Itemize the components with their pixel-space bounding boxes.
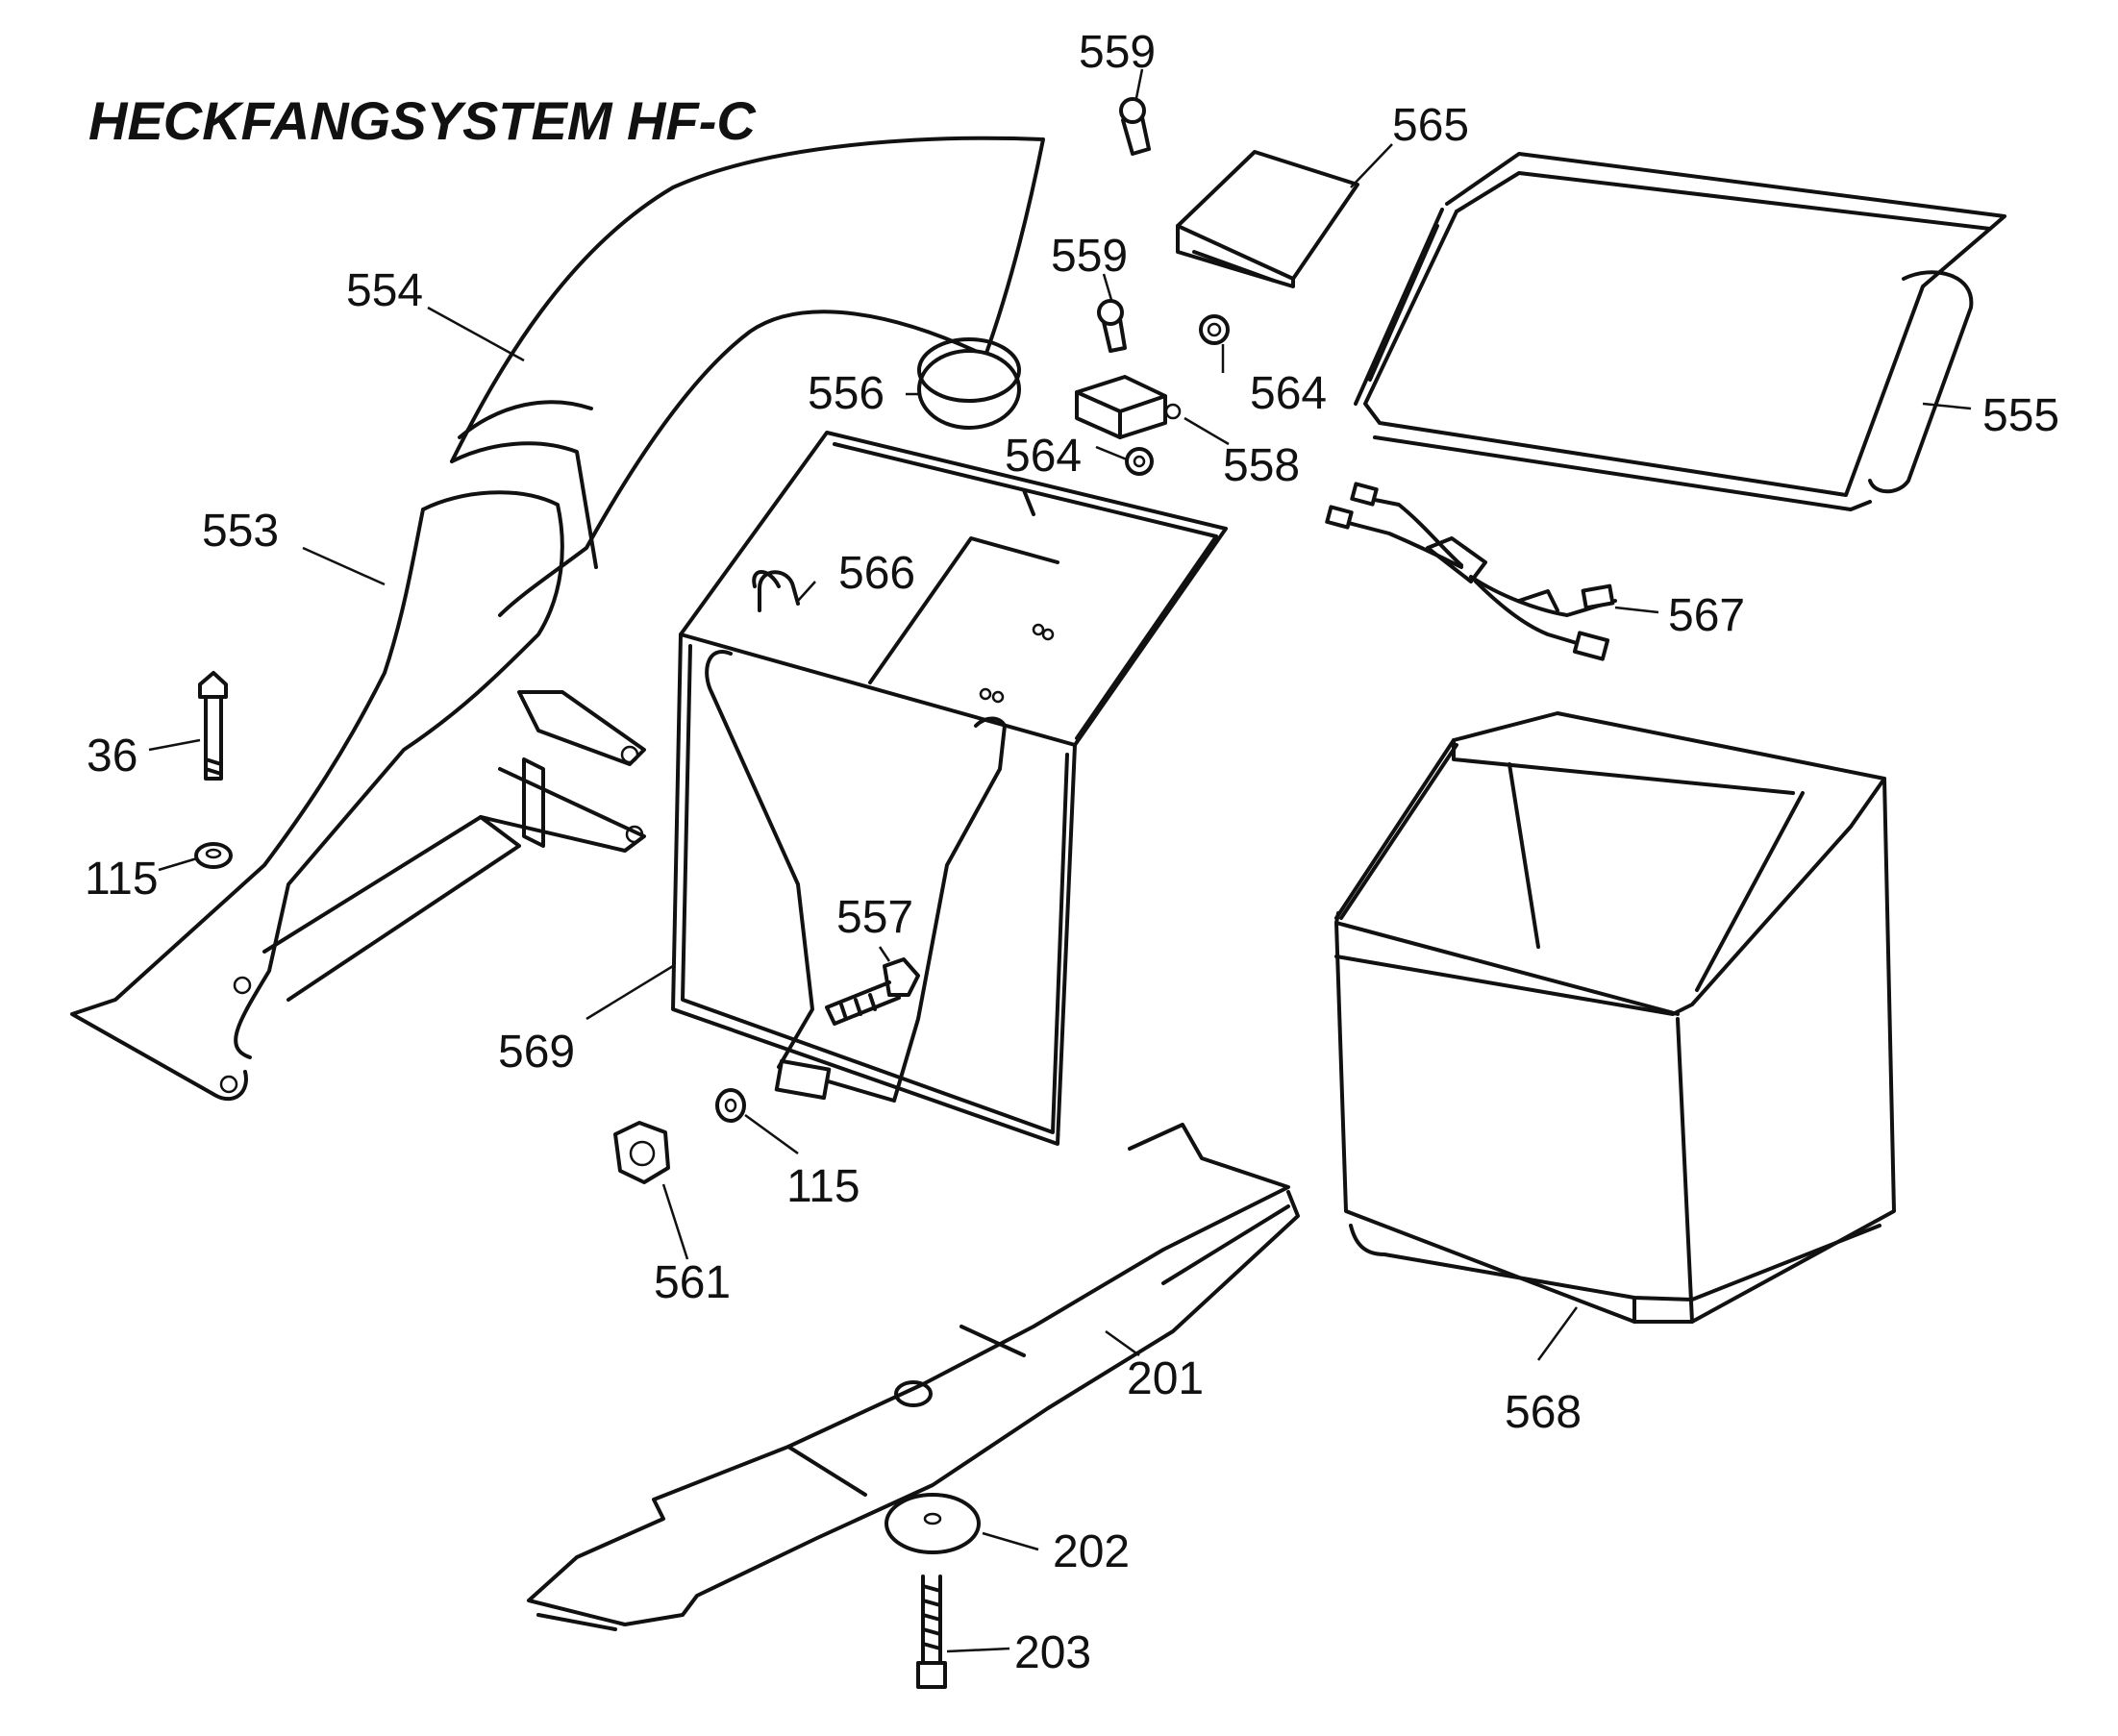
label-567: 567 [1668,590,1745,641]
part-202-washer [885,1493,981,1554]
label-36: 36 [87,731,137,781]
label-566: 566 [838,548,915,599]
label-569: 569 [498,1027,575,1078]
label-558: 558 [1223,440,1300,491]
diagram-title: HECKFANGSYSTEM HF-C [88,90,757,151]
label-561: 561 [654,1257,731,1308]
label-203: 203 [1014,1627,1091,1678]
part-labels: 559 565 559 554 556 564 564 555 558 553 … [85,27,2059,1678]
label-555: 555 [1982,390,2059,441]
part-564-nut-right [1199,314,1230,345]
label-115-left: 115 [85,854,159,905]
label-565: 565 [1392,100,1469,151]
part-201-blade [527,1123,1300,1631]
part-559-screw-top [1119,97,1151,156]
part-558-switch [1075,375,1182,439]
label-559-top: 559 [1079,27,1156,78]
part-568-grass-bag [1334,711,1896,1324]
part-565-switch-box [1176,150,1359,288]
part-556-cap [917,337,1021,430]
part-566-hook [758,570,800,612]
label-564-right: 564 [1250,368,1327,419]
label-553: 553 [202,506,279,557]
label-115-center: 115 [786,1161,860,1212]
leader-lines [148,68,1972,1653]
label-568: 568 [1505,1387,1582,1438]
part-203-bolt [916,1575,947,1689]
part-553-lower-chute [70,490,646,1102]
part-557-bolt [825,957,920,1026]
part-567-wiring-harness [1325,482,1617,661]
part-115-washer-left [194,842,233,869]
label-554: 554 [346,265,423,316]
label-559-mid: 559 [1051,231,1128,282]
part-36-bolt [198,671,228,781]
label-557: 557 [836,892,913,943]
label-202: 202 [1053,1526,1130,1577]
part-559-screw-mid [1097,299,1127,353]
part-555-frame [1354,152,2006,511]
part-569-frame [671,431,1228,1146]
label-556: 556 [808,368,885,419]
part-564-nut-center [1125,447,1154,476]
label-201: 201 [1127,1353,1204,1404]
part-115-washer-center [715,1088,746,1123]
label-564-center: 564 [1005,431,1082,482]
part-554-upper-chute [450,136,1045,617]
part-561-nut [613,1121,670,1184]
